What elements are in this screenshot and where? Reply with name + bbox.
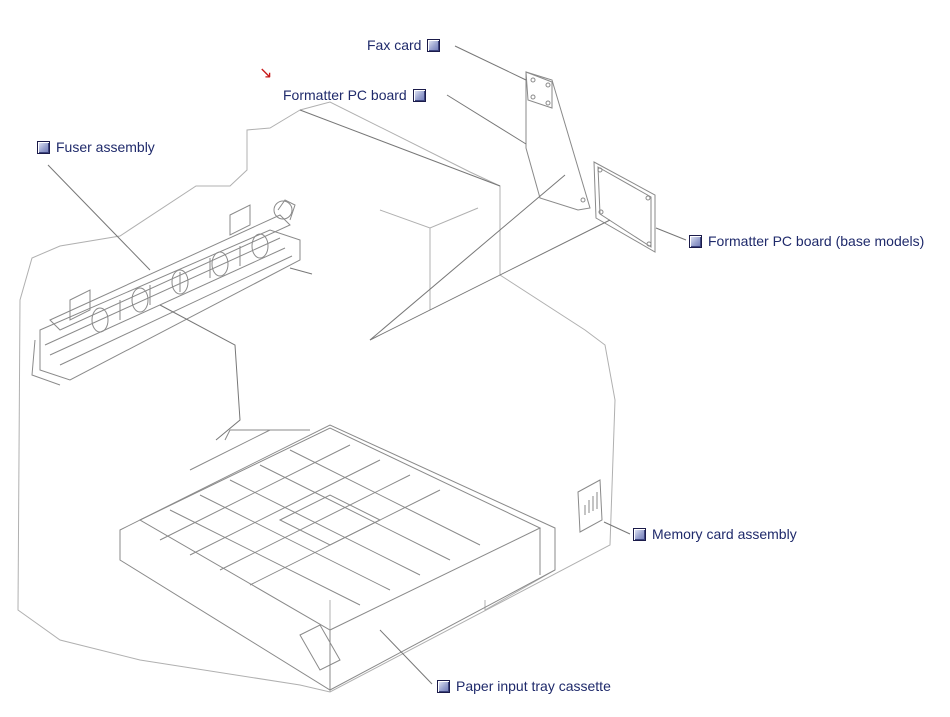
- formatter-board-drawing: [525, 71, 591, 211]
- callout-fax-card[interactable]: Fax card: [367, 37, 441, 53]
- pointer-arrow-icon: ↘: [259, 63, 273, 82]
- callout-paper-input-tray-cassette[interactable]: Paper input tray cassette: [437, 678, 611, 694]
- fax-card-label: Fax card: [367, 37, 422, 53]
- callout-fuser-assembly[interactable]: Fuser assembly: [37, 139, 155, 155]
- fuser-assembly-button-icon[interactable]: [37, 140, 50, 154]
- formatter-base-models-button-icon[interactable]: [689, 234, 702, 248]
- paper-input-tray-cassette-button-icon[interactable]: [437, 679, 450, 693]
- base-formatter-board-drawing: [593, 161, 656, 253]
- formatter-base-models-label: Formatter PC board (base models): [708, 233, 925, 249]
- paper-tray-drawing: [119, 424, 556, 691]
- printer-body-outline: [17, 101, 616, 693]
- leader-lines: [47, 45, 687, 685]
- memory-card-assembly-button-icon[interactable]: [633, 527, 646, 541]
- formatter-pc-board-button-icon[interactable]: [412, 88, 426, 102]
- callout-formatter-pc-board[interactable]: Formatter PC board: [283, 87, 426, 103]
- callout-formatter-base-models[interactable]: Formatter PC board (base models): [689, 233, 924, 249]
- fuser-assembly-drawing: [31, 199, 301, 386]
- fax-card-button-icon[interactable]: [427, 38, 441, 52]
- formatter-pc-board-label: Formatter PC board: [283, 87, 407, 103]
- fuser-assembly-label: Fuser assembly: [56, 139, 155, 155]
- paper-input-tray-cassette-label: Paper input tray cassette: [456, 678, 611, 694]
- memory-card-drawing: [577, 479, 603, 533]
- memory-card-assembly-label: Memory card assembly: [652, 526, 797, 542]
- callout-memory-card-assembly[interactable]: Memory card assembly: [633, 526, 797, 542]
